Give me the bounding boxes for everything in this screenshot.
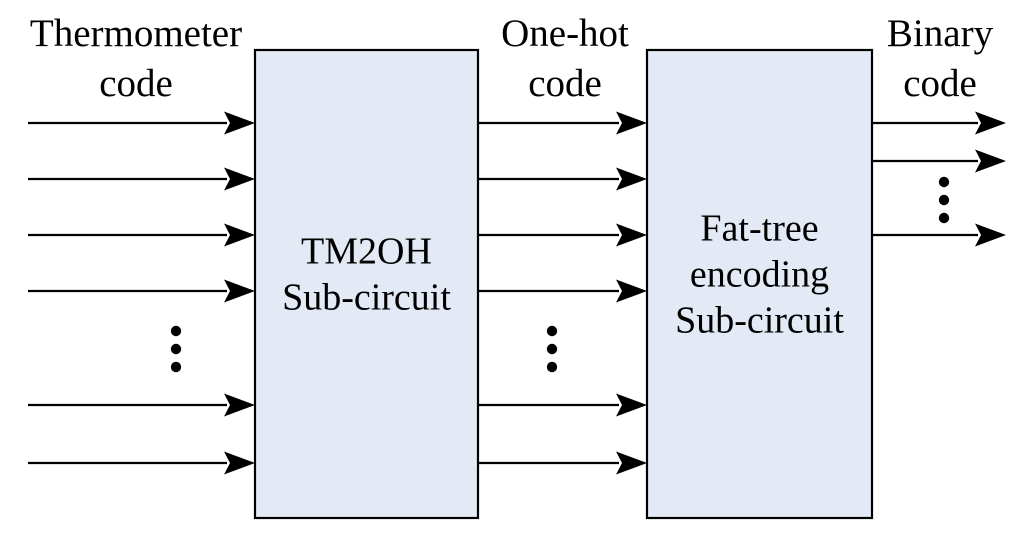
one-hot-bus-arrowhead-5	[616, 393, 647, 417]
one-hot-bus-arrowhead-1	[616, 111, 647, 135]
one-hot-bus-ellipsis-dot-1	[546, 325, 558, 337]
label-one-hot-line-1: One-hot	[501, 12, 629, 55]
block-tm2oh-label-line-2: Sub-circuit	[282, 277, 451, 319]
binary-output-bus-ellipsis-dot-1	[938, 176, 950, 188]
label-thermometer: Thermometer code	[30, 12, 242, 105]
binary-output-bus	[872, 111, 1006, 247]
binary-output-bus-ellipsis-dot-2	[938, 194, 950, 206]
thermometer-input-bus-arrowhead-2	[224, 167, 255, 191]
binary-output-bus-arrowhead-3	[975, 223, 1006, 247]
signal-bus-layer	[28, 111, 1006, 475]
binary-output-bus-arrowhead-1	[975, 111, 1006, 135]
label-binary-line-1: Binary	[887, 12, 994, 55]
one-hot-bus-arrowhead-3	[616, 223, 647, 247]
one-hot-bus	[478, 111, 647, 475]
thermometer-input-bus-arrowhead-1	[224, 111, 255, 135]
thermometer-input-bus-ellipsis-dot-1	[170, 325, 182, 337]
one-hot-bus-arrowhead-2	[616, 167, 647, 191]
block-fat-tree-label-line-2: encoding	[690, 254, 829, 296]
thermometer-input-bus-arrowhead-4	[224, 279, 255, 303]
text-layer: Thermometer code One-hot code Binary code	[30, 12, 994, 105]
thermometer-input-bus-ellipsis-dot-2	[170, 343, 182, 355]
one-hot-bus-ellipsis-dot-3	[546, 361, 558, 373]
thermometer-input-bus	[28, 111, 255, 475]
thermometer-input-bus-ellipsis-dot-3	[170, 361, 182, 373]
label-binary-line-2: code	[903, 62, 977, 105]
thermometer-input-bus-arrowhead-5	[224, 393, 255, 417]
block-fat-tree-rect[interactable]	[645, 48, 874, 520]
one-hot-bus-ellipsis-dot-2	[546, 343, 558, 355]
thermometer-input-bus-arrowhead-3	[224, 223, 255, 247]
block-fat-tree-label-line-1: Fat-tree	[700, 208, 818, 250]
thermometer-input-bus-arrowhead-6	[224, 451, 255, 475]
label-binary: Binary code	[887, 12, 994, 105]
label-thermometer-line-1: Thermometer	[30, 12, 242, 55]
binary-output-bus-ellipsis-dot-3	[938, 212, 950, 224]
block-layer: TM2OHSub-circuitFat-treeencodingSub-circ…	[253, 48, 874, 520]
one-hot-bus-arrowhead-4	[616, 279, 647, 303]
label-one-hot: One-hot code	[501, 12, 629, 105]
block-tm2oh-label-line-1: TM2OH	[301, 231, 432, 273]
block-tm2oh-rect[interactable]	[253, 48, 480, 520]
label-one-hot-line-2: code	[528, 62, 602, 105]
binary-output-bus-arrowhead-2	[975, 149, 1006, 173]
block-fat-tree-label-line-3: Sub-circuit	[675, 300, 844, 342]
label-thermometer-line-2: code	[99, 62, 173, 105]
one-hot-bus-arrowhead-6	[616, 451, 647, 475]
